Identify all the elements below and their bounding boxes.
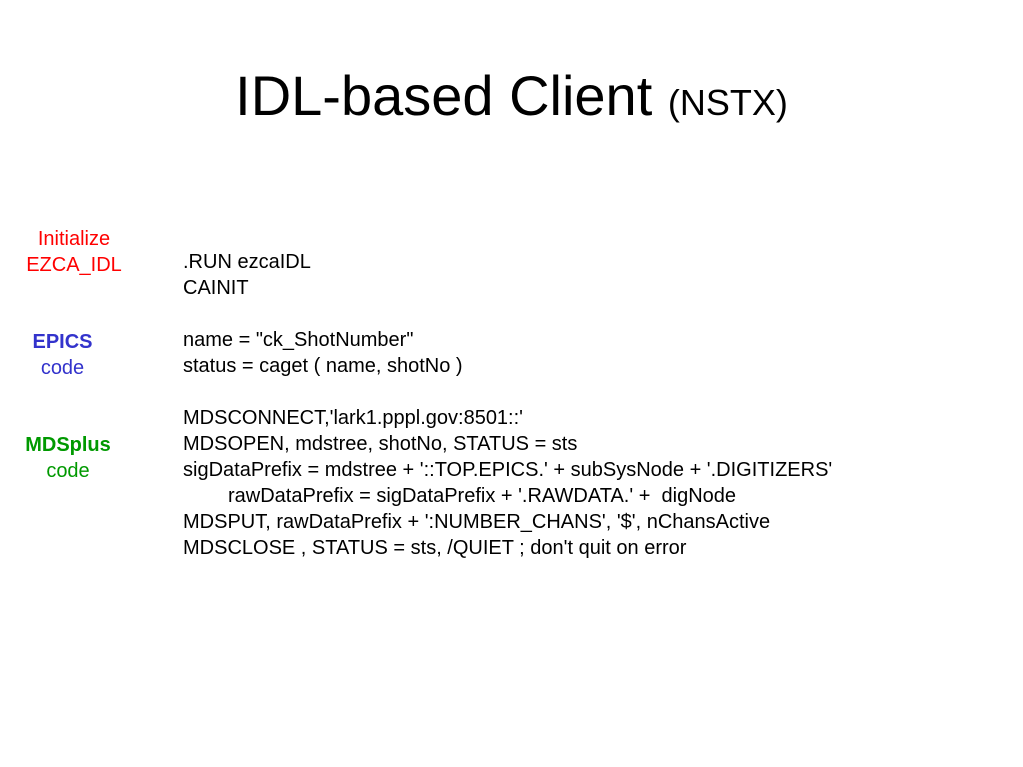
slide-title: IDL-based Client (NSTX) [0, 58, 1023, 141]
code-line: .RUN ezcaIDL [183, 251, 311, 273]
code-line [183, 301, 1003, 327]
code-line: MDSCONNECT,'lark1.pppl.gov:8501::' [183, 407, 523, 429]
label-epics-line2: code [40, 357, 85, 379]
code-line: CAINIT [183, 277, 249, 299]
code-line: sigDataPrefix = mdstree + '::TOP.EPICS.'… [183, 459, 833, 481]
label-mdsplus: MDSplus code [10, 432, 126, 484]
label-mdsplus-line2: code [46, 460, 90, 482]
code-line: status = caget ( name, shotNo ) [183, 355, 463, 377]
code-line: MDSPUT, rawDataPrefix + ':NUMBER_CHANS',… [183, 511, 771, 533]
label-epics: EPICS code [10, 329, 115, 381]
code-line: MDSCLOSE , STATUS = sts, /QUIET ; don't … [183, 537, 687, 559]
label-initialize: Initialize EZCA_IDL [14, 226, 134, 278]
title-main: IDL-based Client [235, 64, 653, 127]
code-line: name = "ck_ShotNumber" [183, 329, 414, 351]
label-initialize-line1: Initialize [37, 228, 111, 250]
label-initialize-line2: EZCA_IDL [26, 254, 122, 276]
label-mdsplus-line1: MDSplus [25, 434, 111, 456]
code-line: MDSOPEN, mdstree, shotNo, STATUS = sts [183, 433, 578, 455]
label-epics-line1: EPICS [32, 331, 93, 353]
code-line: rawDataPrefix = sigDataPrefix + '.RAWDAT… [228, 485, 737, 507]
title-suffix: (NSTX) [667, 82, 788, 123]
code-line [183, 379, 1003, 405]
code-block: .RUN ezcaIDL CAINIT name = "ck_ShotNumbe… [183, 249, 1003, 561]
